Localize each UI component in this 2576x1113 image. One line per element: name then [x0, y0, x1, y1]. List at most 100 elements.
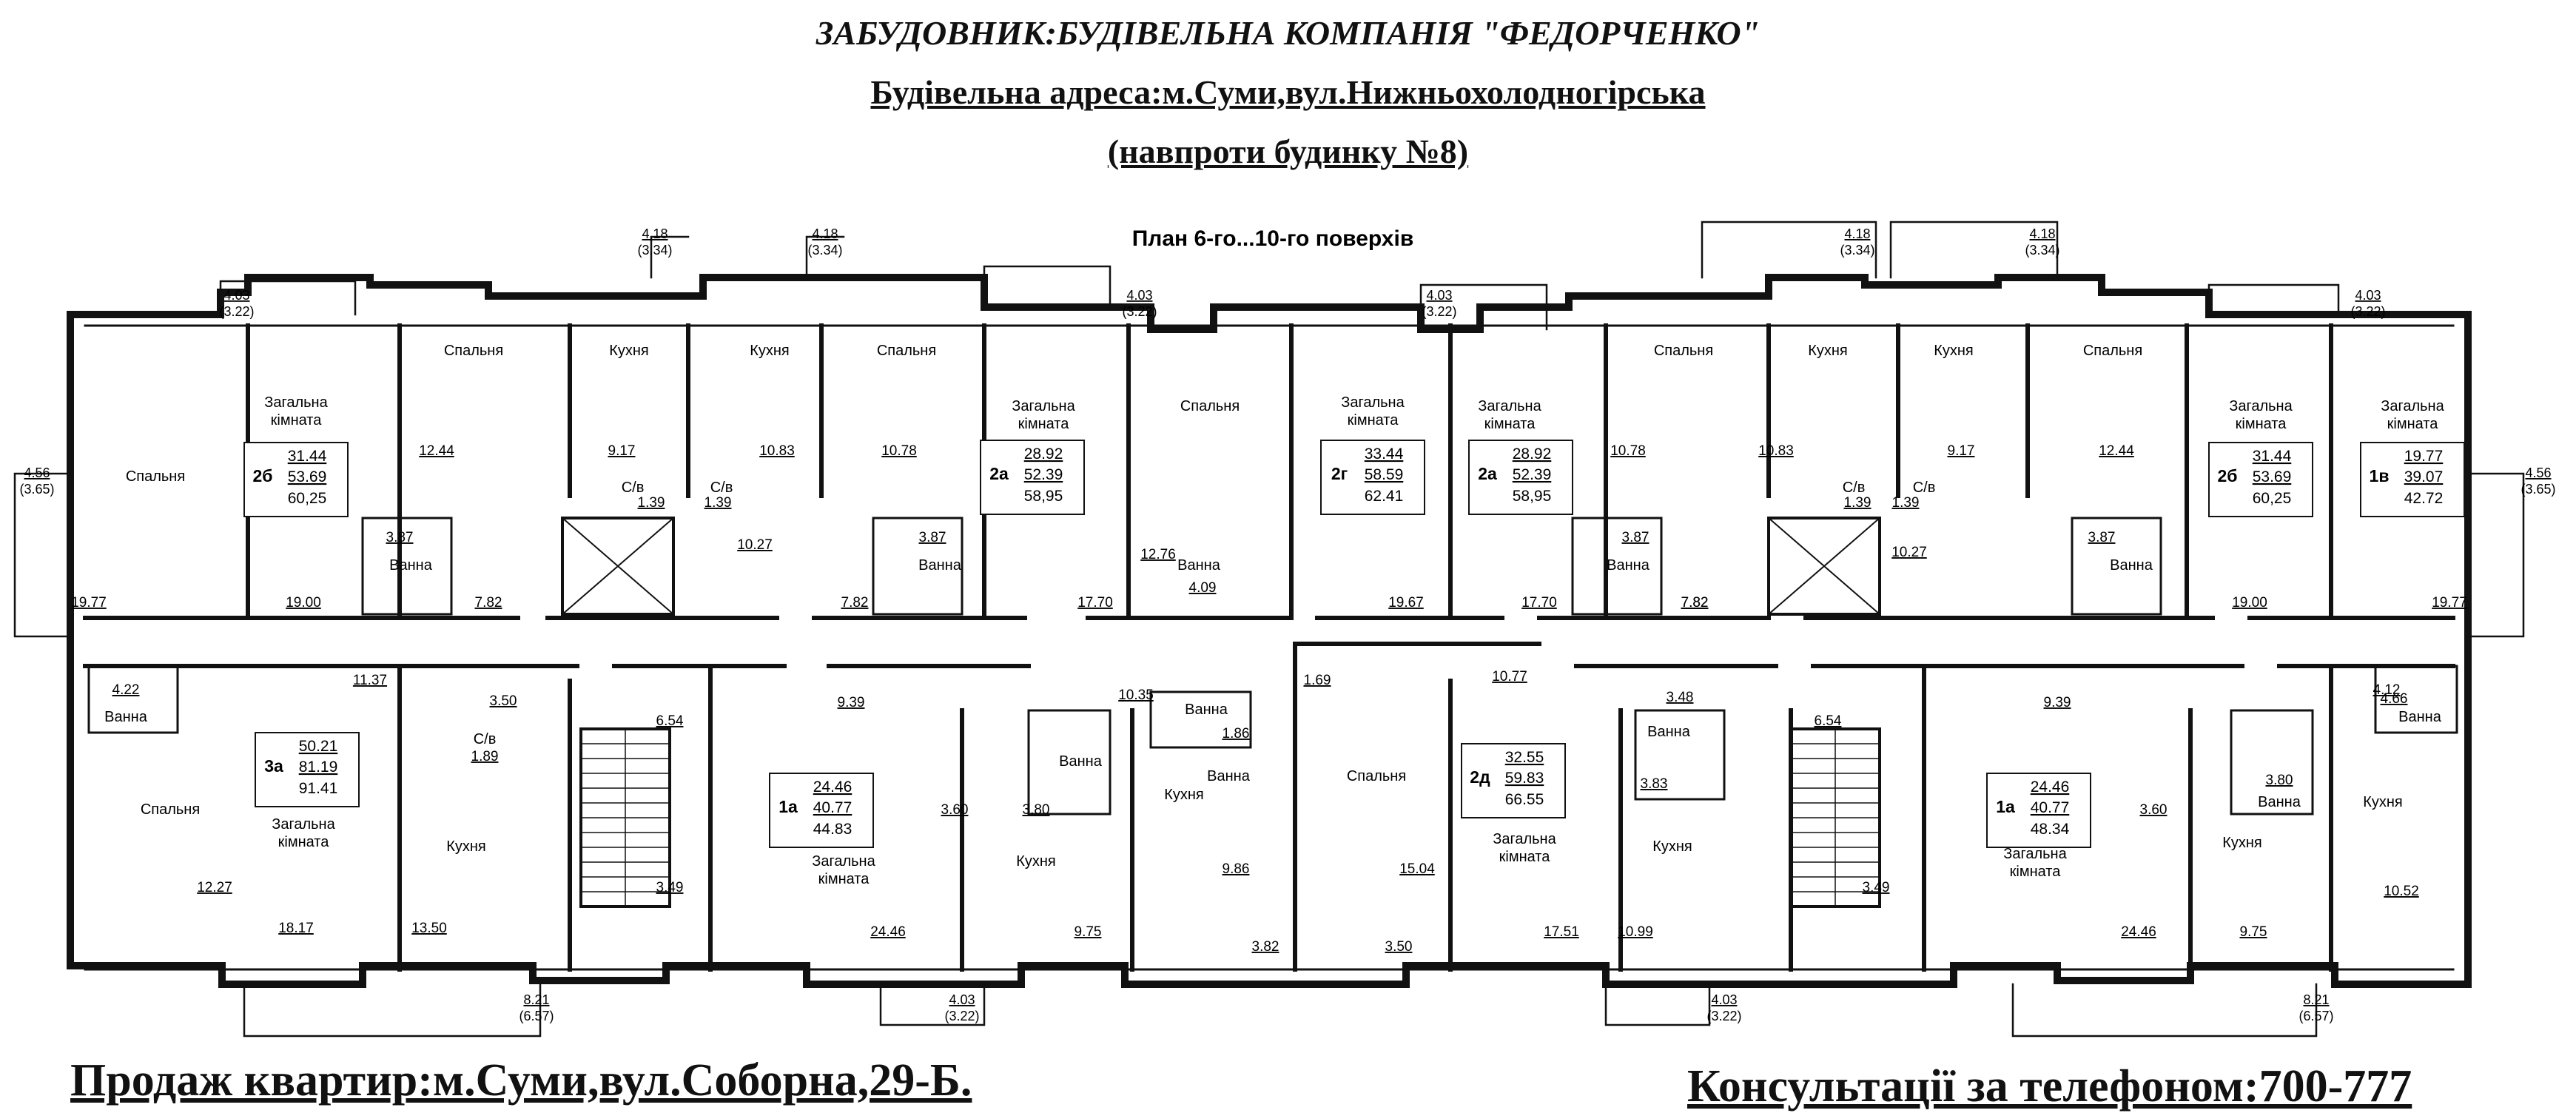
room-label: Спальня — [2083, 343, 2142, 359]
stair-left-steps — [580, 728, 670, 907]
area-number: 1.69 — [1304, 673, 1331, 688]
area-number: 1.39 — [704, 495, 732, 511]
phone-number: Консультації за телефоном:700-777 — [1687, 1061, 2412, 1112]
svg-text:1в: 1в — [2370, 466, 2390, 485]
balcony-tag: 4.03(3.22) — [1122, 288, 1157, 319]
area-number: 10.83 — [1758, 443, 1794, 459]
room-label: Кухня — [1164, 787, 1204, 803]
svg-text:4.03: 4.03 — [949, 992, 975, 1007]
area-number: 12.44 — [419, 443, 454, 459]
area-number: 1.86 — [1223, 726, 1250, 742]
svg-text:58,95: 58,95 — [1513, 488, 1552, 505]
room-label: С/в — [474, 731, 497, 747]
area-number: 19.67 — [1388, 595, 1424, 611]
balcony-tag: 4.56(3.65) — [2520, 465, 2555, 497]
area-number: 7.82 — [841, 595, 869, 611]
area-number: 9.17 — [1948, 443, 1975, 459]
balcony-outlines — [13, 221, 2525, 1038]
balcony-tag: 4.03(3.22) — [1706, 992, 1741, 1023]
area-number: 3.48 — [1667, 690, 1694, 705]
area-number: 9.17 — [608, 443, 636, 459]
svg-text:59.83: 59.83 — [1505, 770, 1544, 787]
area-number: 13.50 — [411, 921, 447, 936]
svg-text:40.77: 40.77 — [2031, 799, 2070, 816]
room-label: С/в — [1843, 480, 1866, 496]
room-label: Спальня — [1180, 398, 1240, 414]
room-label: С/в — [1913, 480, 1936, 496]
area-number: 3.87 — [386, 530, 414, 545]
svg-text:4.03: 4.03 — [1426, 288, 1452, 303]
area-number: 1.89 — [471, 749, 499, 764]
sales-address: Продаж квартир:м.Суми,вул.Соборна,29-Б. — [70, 1055, 972, 1106]
developer-heading: ЗАБУДОВНИК:БУДІВЕЛЬНА КОМПАНІЯ "ФЕДОРЧЕН… — [815, 14, 1761, 52]
area-number: 4.66 — [2381, 691, 2408, 707]
room-label: С/в — [710, 480, 733, 496]
svg-text:81.19: 81.19 — [299, 759, 338, 776]
svg-text:2д: 2д — [1470, 767, 1490, 787]
area-number: 6.54 — [656, 713, 684, 729]
area-number: 10.27 — [1891, 545, 1927, 560]
svg-text:24.46: 24.46 — [2031, 779, 2070, 796]
svg-text:19.77: 19.77 — [2404, 448, 2444, 465]
room-label: Ванна — [389, 557, 433, 574]
svg-text:(3.65): (3.65) — [19, 482, 54, 497]
svg-text:31.44: 31.44 — [288, 448, 327, 465]
inner-wall — [84, 324, 2455, 971]
balcony-tag: 4.03(3.22) — [219, 288, 254, 319]
balcony-tags: 4.18(3.34)4.18(3.34)4.18(3.34)4.18(3.34)… — [19, 226, 2555, 1023]
room-label: Кухня — [2222, 835, 2262, 851]
room-label: Кухня — [609, 343, 649, 359]
svg-text:(6.57): (6.57) — [519, 1009, 554, 1023]
area-number: 3.50 — [1385, 939, 1413, 955]
area-number: 1.39 — [1892, 495, 1920, 511]
balcony-tag: 4.03(3.22) — [1422, 288, 1456, 319]
area-number: 3.83 — [1641, 776, 1668, 792]
svg-text:33.44: 33.44 — [1365, 445, 1404, 463]
svg-text:4.56: 4.56 — [24, 465, 50, 480]
svg-text:(3.34): (3.34) — [637, 243, 672, 258]
room-label: Спальня — [141, 801, 200, 818]
area-number: 6.54 — [1815, 713, 1842, 729]
svg-text:58.59: 58.59 — [1365, 466, 1404, 483]
area-number: 3.87 — [2088, 530, 2116, 545]
area-number: 3.80 — [2266, 773, 2293, 788]
area-number: 4.09 — [1189, 580, 1217, 596]
svg-text:52.39: 52.39 — [1513, 466, 1552, 483]
area-number: 11.37 — [353, 673, 387, 688]
elevator-left-cross — [561, 517, 675, 616]
room-label: Кухня — [1652, 838, 1692, 855]
area-number: 4.12 — [2373, 682, 2401, 698]
svg-text:(3.22): (3.22) — [1706, 1009, 1741, 1023]
balcony-tag: 4.18(3.34) — [637, 226, 672, 258]
area-number: 17.70 — [1077, 595, 1113, 611]
svg-text:(3.34): (3.34) — [807, 243, 842, 258]
area-number: 9.39 — [2044, 695, 2071, 710]
svg-text:58,95: 58,95 — [1024, 488, 1063, 505]
svg-text:28.92: 28.92 — [1513, 445, 1552, 463]
svg-text:4.03: 4.03 — [1126, 288, 1152, 303]
svg-text:48.34: 48.34 — [2031, 821, 2070, 838]
room-label: Ванна — [1607, 557, 1650, 574]
svg-text:24.46: 24.46 — [813, 779, 852, 796]
area-number: 24.46 — [870, 924, 906, 940]
svg-text:(3.34): (3.34) — [1840, 243, 1874, 258]
room-label: Ванна — [1647, 724, 1691, 740]
area-number: 10.27 — [737, 537, 773, 553]
area-number: 19.00 — [286, 595, 321, 611]
area-number: 17.70 — [1521, 595, 1557, 611]
svg-text:28.92: 28.92 — [1024, 445, 1063, 463]
area-number: 10.77 — [1492, 669, 1527, 685]
svg-text:8.21: 8.21 — [2303, 992, 2329, 1007]
svg-text:(3.22): (3.22) — [1422, 304, 1456, 319]
address-heading: Будівельна адреса:м.Суми,вул.Нижньохолод… — [870, 73, 1706, 111]
